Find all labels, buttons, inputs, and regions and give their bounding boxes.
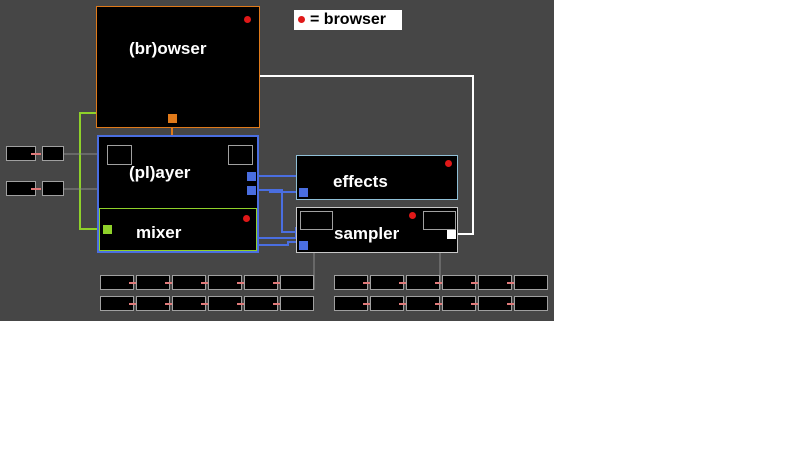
slot-link-marker	[471, 282, 481, 284]
active-dot-icon	[244, 16, 251, 23]
sample-slot[interactable]	[208, 296, 247, 311]
legend: = browser	[294, 10, 402, 30]
slot-link-marker	[435, 282, 445, 284]
wire-mixer-browser	[79, 112, 106, 230]
wire-mixer-sampler-2	[249, 241, 300, 246]
player-out-port-1[interactable]	[247, 172, 256, 181]
active-dot-icon	[445, 160, 452, 167]
sample-slot[interactable]	[442, 296, 481, 311]
sample-slot[interactable]	[172, 296, 211, 311]
active-dot-icon	[298, 16, 305, 23]
slot-link-marker	[399, 282, 409, 284]
sampler-input-port[interactable]	[299, 241, 308, 250]
connection-wires	[64, 75, 474, 290]
diagram-canvas: (br)owser (pl)ayer mixer effects sampler…	[0, 0, 554, 321]
player-out-port-2[interactable]	[247, 186, 256, 195]
sample-slot[interactable]	[280, 275, 314, 290]
sampler-slot-b[interactable]	[423, 211, 456, 230]
browser-output-port[interactable]	[168, 114, 177, 123]
mixer-input-port[interactable]	[103, 225, 112, 234]
sampler-module[interactable]: sampler	[296, 207, 458, 253]
sample-slot[interactable]	[478, 296, 517, 311]
sample-slot[interactable]	[442, 275, 481, 290]
active-dot-icon	[409, 212, 416, 219]
mixer-label: mixer	[136, 223, 182, 242]
player-label: (pl)ayer	[129, 163, 191, 182]
deck-b-slot[interactable]	[228, 145, 253, 165]
deck-a-slot[interactable]	[107, 145, 132, 165]
slot-link-marker	[273, 303, 283, 305]
legend-text: = browser	[310, 11, 387, 28]
browser-module[interactable]: (br)owser	[96, 6, 260, 128]
sample-slot[interactable]	[280, 296, 314, 311]
slot-link-marker	[129, 303, 139, 305]
slot-link-marker	[201, 282, 211, 284]
sample-slot[interactable]	[172, 275, 211, 290]
sampler-browser-port[interactable]	[447, 230, 456, 239]
sample-slot[interactable]	[514, 296, 548, 311]
active-dot-icon	[243, 215, 250, 222]
browser-label: (br)owser	[129, 39, 207, 58]
slot-link-marker	[363, 303, 373, 305]
slot-link-marker	[507, 303, 517, 305]
slot-link-marker	[165, 303, 175, 305]
sample-slot[interactable]	[514, 275, 548, 290]
mixer-module[interactable]: mixer	[99, 208, 257, 251]
sample-slot[interactable]	[334, 275, 373, 290]
slot-link-marker	[273, 282, 283, 284]
sample-slot[interactable]	[100, 275, 139, 290]
wire-browser-sampler	[249, 75, 474, 235]
deck-slot[interactable]	[6, 146, 41, 161]
sample-slot[interactable]	[406, 296, 445, 311]
slot-link-marker	[363, 282, 373, 284]
slot-link-marker	[31, 153, 41, 155]
sampler-label: sampler	[334, 224, 400, 243]
sample-slot[interactable]	[244, 275, 283, 290]
effects-label: effects	[333, 172, 388, 191]
sampler-slot-a[interactable]	[300, 211, 333, 230]
sample-slot[interactable]	[334, 296, 373, 311]
sample-slot[interactable]	[136, 275, 175, 290]
slot-link-marker	[201, 303, 211, 305]
slot-link-marker	[507, 282, 517, 284]
slot-link-marker	[31, 188, 41, 190]
sample-slot[interactable]	[406, 275, 445, 290]
slot-link-marker	[399, 303, 409, 305]
slot-link-marker	[129, 282, 139, 284]
deck-slot[interactable]	[42, 146, 64, 161]
slot-link-marker	[237, 303, 247, 305]
sample-slot[interactable]	[370, 296, 409, 311]
sample-slot[interactable]	[244, 296, 283, 311]
sample-slot[interactable]	[208, 275, 247, 290]
sample-slot[interactable]	[100, 296, 139, 311]
sample-slot[interactable]	[478, 275, 517, 290]
slot-link-marker	[435, 303, 445, 305]
effects-module[interactable]: effects	[296, 155, 458, 200]
deck-slot[interactable]	[6, 181, 41, 196]
slot-link-marker	[471, 303, 481, 305]
effects-input-port[interactable]	[299, 188, 308, 197]
deck-slot[interactable]	[42, 181, 64, 196]
slot-link-marker	[237, 282, 247, 284]
sample-slot[interactable]	[370, 275, 409, 290]
slot-link-marker	[165, 282, 175, 284]
sample-slot[interactable]	[136, 296, 175, 311]
